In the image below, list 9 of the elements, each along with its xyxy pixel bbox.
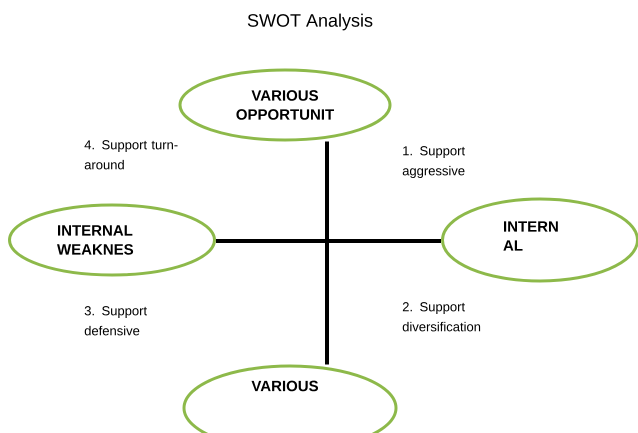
- quadrant-label: 3. Support defensive: [84, 306, 147, 336]
- quadrant-label: 1. Support aggressive: [402, 146, 465, 178]
- line: [216, 238, 441, 243]
- line: [325, 142, 329, 364]
- ellipse-node: VARIOUS OPPORTUNIT: [178, 68, 392, 142]
- quadrant-label: 2. Support diversification: [402, 302, 480, 332]
- ellipse-node: INTERNAL WEAKNES: [8, 204, 216, 276]
- title: SWOT Analysis: [248, 14, 372, 30]
- quadrant-label: 4. Support turn-around: [84, 140, 178, 170]
